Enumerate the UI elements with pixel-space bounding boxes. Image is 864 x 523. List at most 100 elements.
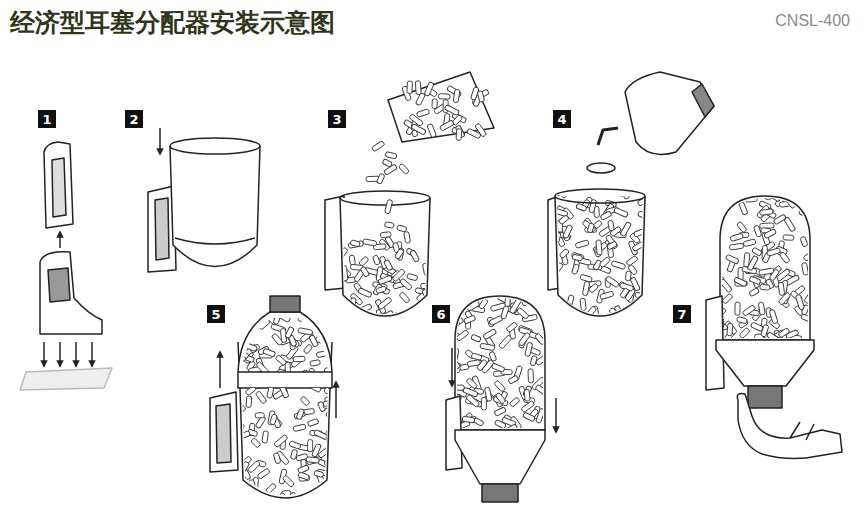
earplug (551, 321, 560, 333)
earplug (538, 295, 551, 306)
earplug (257, 468, 270, 479)
earplug (614, 305, 624, 319)
earplug (234, 472, 246, 486)
earplug (250, 493, 261, 505)
step-number: 1 (38, 110, 56, 128)
earplug (506, 322, 518, 333)
earplug (570, 316, 583, 329)
bracket-slot (52, 158, 66, 217)
earplug (251, 438, 261, 448)
earplug (559, 248, 569, 258)
earplug (444, 105, 459, 116)
earplug (289, 441, 301, 450)
earplug (324, 458, 338, 466)
earplug (607, 241, 618, 250)
earplug (322, 310, 330, 322)
earplug (308, 440, 313, 452)
earplug (384, 259, 393, 271)
container (720, 196, 810, 340)
funnel (716, 340, 814, 386)
earplug (363, 316, 371, 328)
earplug (424, 82, 434, 97)
earplug (495, 392, 506, 404)
cap (270, 296, 300, 312)
earplug (535, 355, 547, 366)
earplug (314, 470, 324, 477)
earplug (477, 91, 485, 103)
earplug (784, 217, 796, 232)
earplug (729, 243, 744, 250)
earplug (611, 261, 626, 270)
earplug (453, 385, 464, 390)
dispenser-top (238, 312, 332, 388)
earplug (734, 277, 747, 287)
earplug (471, 334, 482, 342)
earplug (420, 283, 432, 289)
hand (737, 394, 842, 459)
earplug (571, 264, 579, 275)
earplug (378, 275, 392, 284)
earplug (323, 380, 336, 394)
earplug (298, 465, 310, 474)
earplug (587, 223, 594, 233)
earplug (360, 266, 370, 277)
earplug (422, 289, 432, 301)
earplug (240, 461, 249, 472)
step-number: 7 (673, 305, 691, 323)
earplug (432, 99, 438, 109)
arrow (555, 398, 557, 430)
earplug (285, 326, 294, 338)
earplug (255, 413, 264, 418)
earplug (326, 340, 333, 351)
earplug (801, 263, 808, 276)
earplug (571, 316, 580, 328)
earplug (246, 396, 252, 408)
earplug (563, 225, 573, 239)
earplug (407, 81, 413, 94)
earplug (348, 241, 363, 249)
earplug (270, 414, 278, 425)
earplug (742, 305, 756, 317)
earplug (620, 288, 630, 299)
earplug (620, 222, 632, 237)
earplug (371, 141, 384, 152)
earplug (739, 202, 748, 215)
earplug (377, 312, 385, 325)
earplug (311, 484, 325, 496)
earplug (494, 380, 506, 392)
cap (482, 484, 518, 502)
earplug (395, 248, 405, 259)
earplug (373, 255, 381, 265)
wall-bracket (44, 142, 73, 228)
earplug (245, 385, 256, 395)
earplug (385, 152, 397, 159)
earplug (236, 355, 246, 362)
earplug (404, 231, 411, 243)
wall-bracket (210, 392, 238, 472)
earplug (760, 284, 770, 290)
earplug (778, 292, 791, 305)
earplug-bag (388, 72, 494, 142)
earplug (232, 423, 245, 435)
earplug (253, 379, 265, 389)
earplug (271, 333, 283, 346)
earplug (582, 281, 589, 296)
earplug (440, 120, 455, 131)
earplug (234, 350, 244, 356)
earplug (309, 335, 319, 348)
earplug (398, 163, 409, 174)
earplug (411, 124, 426, 136)
earplug (234, 377, 243, 387)
earplug (743, 239, 756, 247)
earplug (489, 315, 503, 325)
earplug (572, 254, 583, 261)
earplug (454, 292, 465, 301)
earplug (453, 317, 464, 326)
earplug (239, 378, 253, 388)
arrow (59, 234, 61, 248)
ring (587, 163, 615, 173)
earplug (450, 358, 460, 370)
earplug (317, 319, 326, 330)
earplug (633, 228, 647, 237)
